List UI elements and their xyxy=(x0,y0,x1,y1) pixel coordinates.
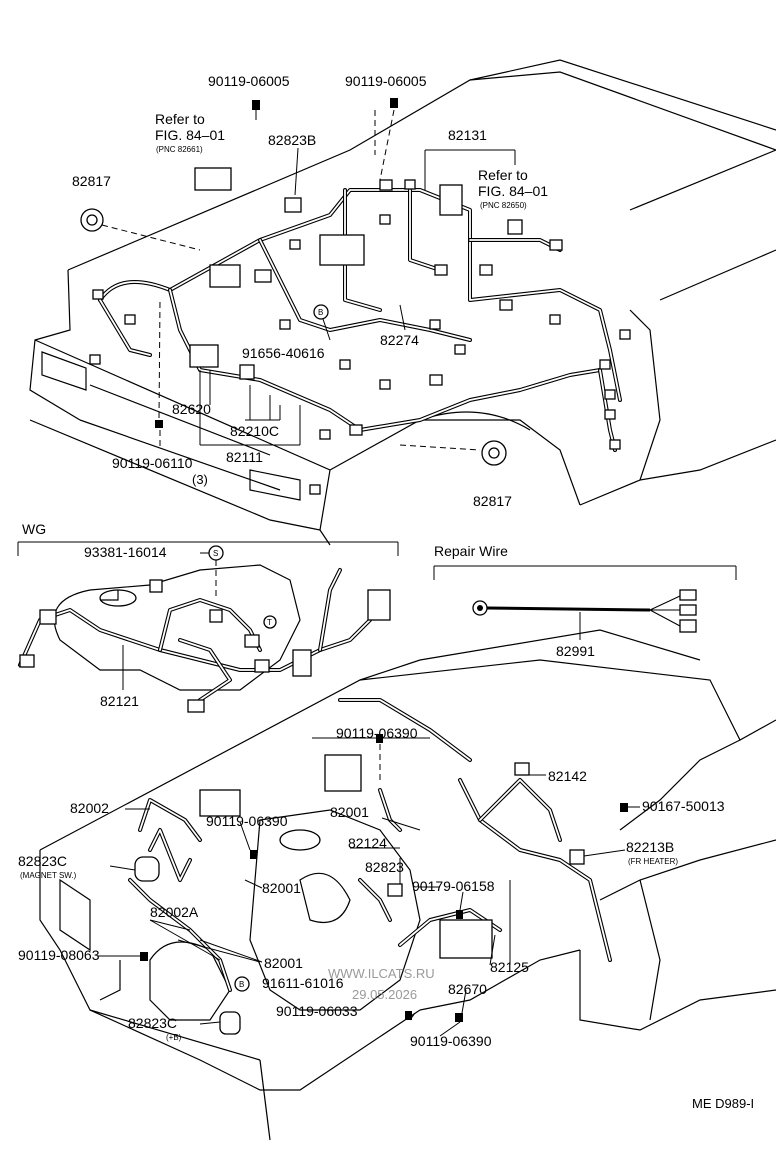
label-82823B: 82823B xyxy=(268,132,316,148)
bolt-right-icon xyxy=(379,98,398,181)
part-82213B-connector xyxy=(569,849,585,865)
repair-title: Repair Wire xyxy=(434,543,508,559)
wg-bracket xyxy=(17,541,399,556)
part-82823C-b xyxy=(219,1011,241,1035)
label-91611: 91611-61016 xyxy=(262,975,344,991)
label-82670: 82670 xyxy=(448,981,487,997)
label-refer-right-pnc: (PNC 82650) xyxy=(480,201,527,210)
label-82002: 82002 xyxy=(70,800,109,816)
part-82817-right-horn xyxy=(481,440,507,466)
label-82002A: 82002A xyxy=(150,904,199,920)
label-82620: 82620 xyxy=(172,401,211,417)
marker-b-upper-text: B xyxy=(318,308,323,317)
marker-b-upper xyxy=(313,304,329,320)
label-refer-right-line1: Refer to xyxy=(478,167,528,183)
lower-leader-lines xyxy=(98,737,640,1037)
part-82817-left-horn xyxy=(80,208,104,232)
watermark-site: WWW.ILCATS.RU xyxy=(328,966,435,981)
label-82210C: 82210C xyxy=(230,423,279,439)
wg-engine xyxy=(53,564,301,691)
part-82823C-magnet xyxy=(134,856,160,882)
label-82001-c: 82001 xyxy=(264,955,303,971)
label-refer-left-line1: Refer to xyxy=(155,111,205,127)
label-82823C-b: 82823C xyxy=(128,1015,177,1031)
label-bolt-lower: 90119-06110 xyxy=(112,455,193,471)
repair-bracket xyxy=(433,565,737,580)
upper-harness xyxy=(89,179,631,495)
bolt-lower-mid-icon xyxy=(250,850,257,859)
label-bolt-bottom-b: 90119-06390 xyxy=(410,1033,492,1049)
label-bolt-lower-left: 90119-08063 xyxy=(18,947,100,963)
label-82274: 82274 xyxy=(380,332,419,348)
bolt-lower-left-icon xyxy=(140,952,148,961)
label-91656: 91656-40616 xyxy=(242,345,325,361)
part-82142-connector xyxy=(514,762,530,776)
watermark-date: 29.05.2026 xyxy=(352,987,417,1002)
label-82001-b: 82001 xyxy=(262,880,301,896)
label-refer-left-line2: FIG. 84–01 xyxy=(155,127,225,143)
label-93381: 93381-16014 xyxy=(84,544,167,560)
label-82823: 82823 xyxy=(365,859,404,875)
label-82213B: 82213B xyxy=(626,839,674,855)
marker-b-lower-text: B xyxy=(239,980,244,989)
label-82142: 82142 xyxy=(548,768,587,784)
upper-leader-lines xyxy=(101,110,516,451)
label-82213B-note: (FR HEATER) xyxy=(628,857,678,866)
upper-body-outline xyxy=(29,59,776,546)
label-82001-a: 82001 xyxy=(330,804,369,820)
label-bolt-lower-qty: (3) xyxy=(192,472,208,487)
label-82121: 82121 xyxy=(100,693,139,709)
label-90179: 90179-06158 xyxy=(412,878,495,894)
part-82823B-relay xyxy=(284,197,302,213)
bolt-left-icon xyxy=(252,100,260,120)
label-bolt-lower-top: 90119-06390 xyxy=(336,725,418,741)
wg-title: WG xyxy=(22,521,46,537)
part-82823-connector xyxy=(387,883,403,897)
label-bolt-left: 90119-06005 xyxy=(208,73,290,89)
label-82125: 82125 xyxy=(490,959,529,975)
lower-harness xyxy=(128,698,612,992)
part-82661-block xyxy=(194,167,232,191)
label-bolt-lower-mid: 90119-06390 xyxy=(206,813,288,829)
label-90167: 90167-50013 xyxy=(642,798,725,814)
label-refer-right-line2: FIG. 84–01 xyxy=(478,183,548,199)
label-bolt-right: 90119-06005 xyxy=(345,73,427,89)
marker-b-lower xyxy=(234,976,250,992)
bolt-bottom-b-icon xyxy=(455,1013,463,1022)
label-82131: 82131 xyxy=(448,127,487,143)
part-82650-block xyxy=(507,219,523,235)
label-82817-right: 82817 xyxy=(473,493,512,509)
marker-t-text: T xyxy=(267,618,272,627)
label-82991: 82991 xyxy=(556,643,595,659)
label-82124: 82124 xyxy=(348,835,387,851)
figure-code: ME D989-I xyxy=(692,1096,754,1111)
bolt-90179-icon xyxy=(456,910,463,919)
label-82817-left: 82817 xyxy=(72,173,111,189)
bolt-bottom-a-icon xyxy=(405,1011,412,1020)
bolt-90167-icon xyxy=(620,803,628,812)
label-refer-left-pnc: (PNC 82661) xyxy=(156,145,203,154)
label-bolt-bottom-a: 90119-06033 xyxy=(276,1003,358,1019)
lower-body-outline xyxy=(39,629,776,1141)
wg-harness xyxy=(18,568,391,713)
label-82823C-mag: 82823C xyxy=(18,853,67,869)
bolt-lower-icon xyxy=(155,299,163,428)
marker-s-text: S xyxy=(213,549,218,558)
lower-engine-block xyxy=(149,754,421,1021)
label-82823C-mag-note: (MAGNET SW.) xyxy=(20,871,77,880)
part-82670-bracket xyxy=(439,919,493,959)
repair-wire-drawing xyxy=(472,589,697,633)
label-82111: 82111 xyxy=(226,449,263,465)
label-82823C-b-note: (+B) xyxy=(166,1033,182,1042)
